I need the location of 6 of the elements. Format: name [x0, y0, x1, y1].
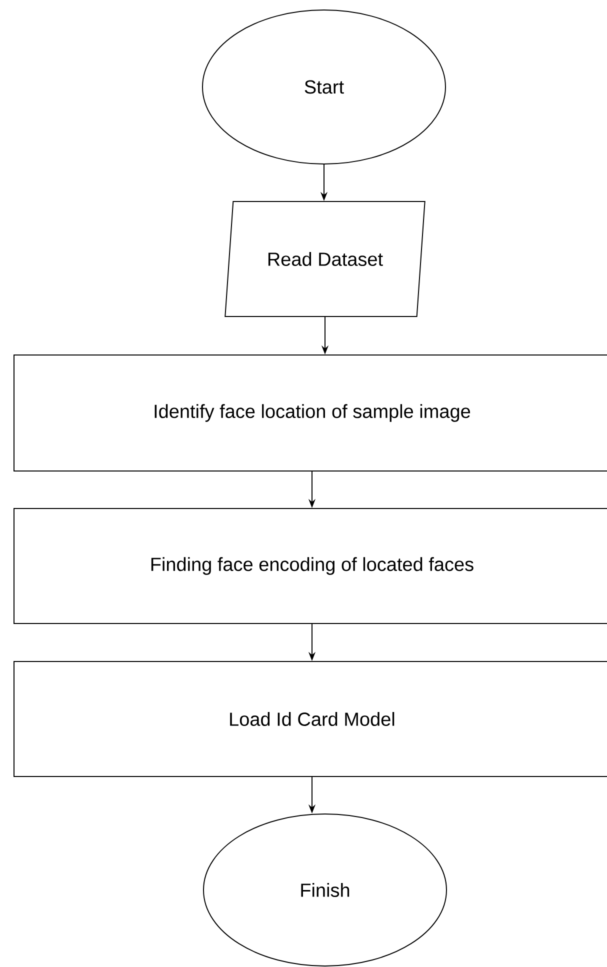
input-parallelogram: Read Dataset: [224, 201, 426, 317]
process-box: Identify face location of sample image: [14, 354, 607, 472]
start-oval: Start: [202, 10, 446, 164]
finish-oval: Finish: [203, 814, 447, 966]
process-box: Load Id Card Model: [14, 661, 607, 777]
process-box: Finding face encoding of located faces: [14, 508, 607, 624]
